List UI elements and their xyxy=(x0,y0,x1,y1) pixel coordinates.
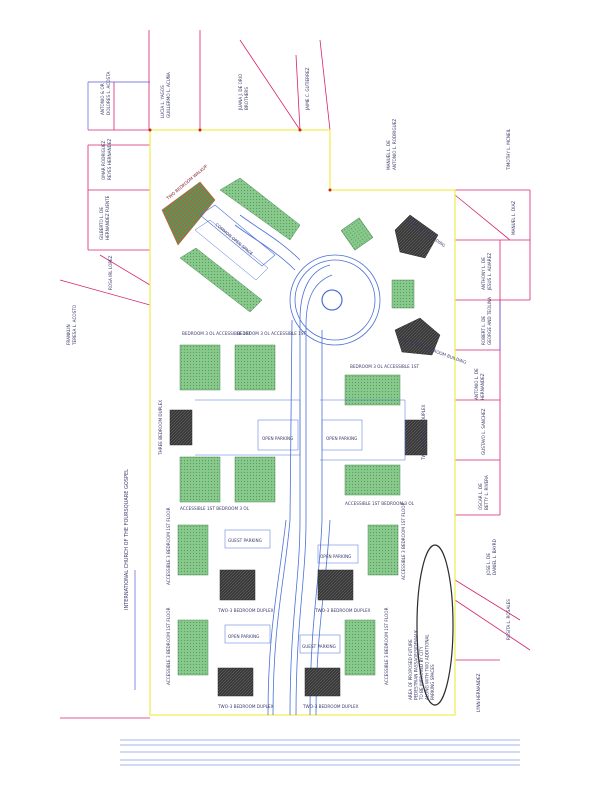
label-acc-right-2: ACCESSIBLE 3 BEDROOM 1ST FLOOR xyxy=(384,607,389,685)
label-parking-1: OPEN PARKING xyxy=(262,436,293,441)
east-owner-8: JOSE L. DEDANIEL L. BAYRD xyxy=(486,539,497,576)
label-duplex-b: TWO-3 BEDROOM DUPLEX xyxy=(314,608,371,613)
north-owner-1: ANTONIO & ORDOLORES L. ACOSTA xyxy=(100,72,111,115)
label-parking-3: GUEST PARKING xyxy=(228,538,262,543)
label-three-bed-left: THREE BEDROOM DUPLEX xyxy=(158,400,163,456)
west-owner-4: FRANKLINTERESA L. ACOSTO xyxy=(66,304,77,346)
label-acc-right-1: ACCESSIBLE 3 BEDROOM 1ST FLOOR xyxy=(401,502,406,580)
northwest-cluster xyxy=(161,177,441,356)
east-owner-1: MANUEL L. DEANTONIO L. RODRIGUEZ xyxy=(386,119,397,170)
label-acc-left-2: ACCESSIBLE 3 BEDROOM 1ST FLOOR xyxy=(166,607,171,685)
east-owner-11: TIMOTHY L. MCNEIL xyxy=(506,128,511,171)
parking-bays xyxy=(195,399,406,654)
east-owner-4: ROBERT L. DEGEORGE AND TEOLINA xyxy=(481,297,492,345)
label-duplex-c: TWO-3 BEDROOM DUPLEX xyxy=(217,704,274,709)
label-courtyard: COMMON OPEN SPACE xyxy=(214,222,254,257)
north-owner-2: LUCIA L. YAGOSGUILLERMO L. ACUÑA xyxy=(160,72,171,118)
east-owner-7: OSCAR L. DEBETTY L. RIVERA xyxy=(478,475,489,510)
east-owner-10: ROSITA L. ROSALES xyxy=(506,599,511,640)
west-owner-3: ROSA IRL LOPEZ xyxy=(108,255,113,290)
adjacent-parcel-lines xyxy=(59,30,531,719)
label-parking-5: OPEN PARKING xyxy=(228,634,259,639)
north-owner-3: JUANA J. DE ORIOBROTHERS xyxy=(238,73,249,111)
label-row1-left-b: BEDROOM 3 OL ACCESSIBLE 1ST xyxy=(237,331,306,336)
street-lines xyxy=(120,739,520,766)
label-duplex-a: TWO-3 BEDROOM DUPLEX xyxy=(217,608,274,613)
label-parking-2: OPEN PARKING xyxy=(326,436,357,441)
label-row1-right: BEDROOM 3 OL ACCESSIBLE 1ST xyxy=(350,364,419,369)
label-row2-left: ACCESSIBLE 1ST BEDROOM 3 OL xyxy=(180,506,250,511)
east-owner-5: ANTONIO L. DEHERNANDEZ xyxy=(474,368,485,400)
label-parking-4: OPEN PARKING xyxy=(320,554,351,559)
east-owner-6: GUSTAVO L. SANCHEZ xyxy=(481,408,486,455)
east-owner-9: LYNN HERNANDEZ xyxy=(476,673,481,712)
label-row2-right: ACCESSIBLE 1ST BEDROOM 3 OL xyxy=(345,501,415,506)
east-owner-2: MANUEL L. DIAZ xyxy=(511,201,516,235)
label-three-bed-right: TWO-3 BEDROOM DUPLEX xyxy=(421,404,426,461)
label-row1-left-a: BEDROOM 3 OL ACCESSIBLE 1ST xyxy=(182,331,251,336)
proposed-area-bubble xyxy=(416,544,454,706)
label-acc-left-1: ACCESSIBLE 3 BEDROOM 1ST FLOOR xyxy=(166,507,171,585)
proposed-area-note: AREA OF PROPOSED FUTURE PEDESTRIAN PASSA… xyxy=(408,629,435,701)
west-owner-1: OMAR RODRIGUEZREYES HERNANDEZ xyxy=(101,139,112,180)
west-church: INTERNATIONAL CHURCH OF THE FOURSQUARE G… xyxy=(124,469,130,610)
east-owner-3: ANTHONY L. DEJESUS L. ALVAREZ xyxy=(481,253,492,291)
property-corner-markers xyxy=(148,128,332,192)
label-duplex-d: TWO-3 BEDROOM DUPLEX xyxy=(302,704,359,709)
north-owner-4: JAIME C. GUTIERREZ xyxy=(305,67,310,111)
red-building xyxy=(161,181,216,246)
label-parking-6: GUEST PARKING xyxy=(302,644,336,649)
property-boundary xyxy=(149,129,456,716)
west-owner-2: GILBERTO L. DEHERNANDEZ FUENTE xyxy=(99,195,110,240)
